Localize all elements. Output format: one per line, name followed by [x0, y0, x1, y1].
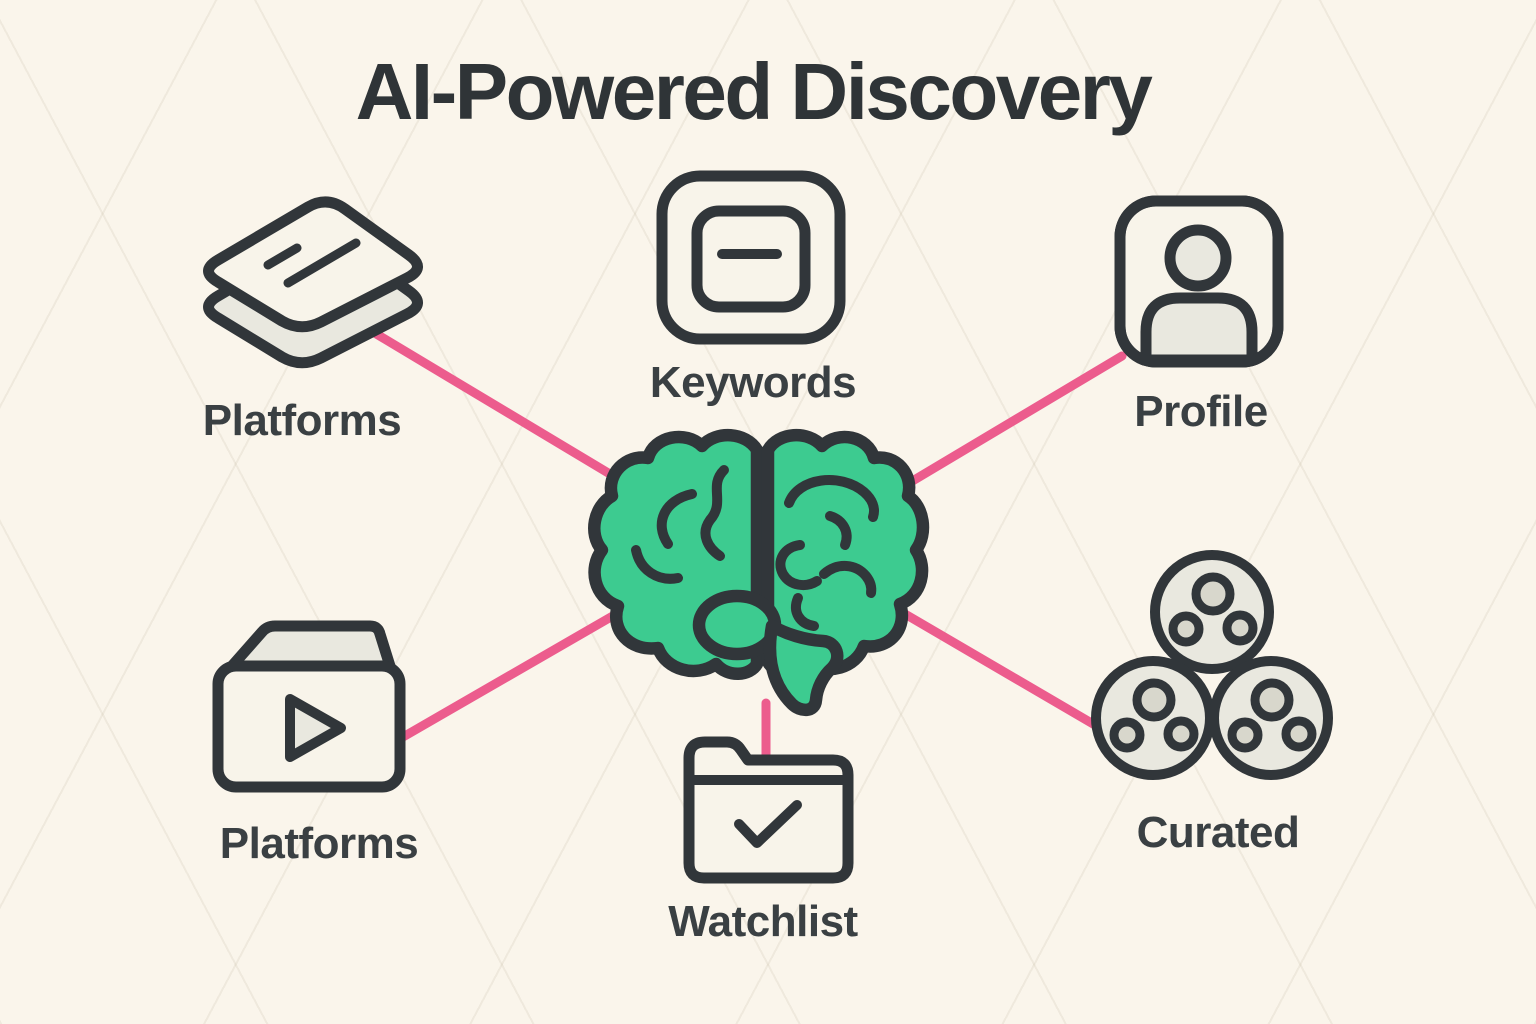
- checked-folder-icon: [683, 736, 854, 884]
- brain-icon: [588, 428, 930, 717]
- fold-right-small: [825, 511, 852, 550]
- fold-right-bottom: [791, 593, 819, 631]
- video-folder-icon: [212, 620, 406, 793]
- reel-hole: [1168, 611, 1204, 647]
- fold-left-s: [700, 465, 729, 561]
- connector-platforms-top: [368, 327, 645, 497]
- reel-hole: [1250, 678, 1294, 722]
- fold-right-top: [784, 475, 879, 522]
- reel-hole: [1227, 717, 1263, 753]
- reel-hole: [1163, 716, 1199, 752]
- reel-hole: [1191, 572, 1235, 616]
- play-icon: [285, 694, 346, 762]
- reel-bottom-left: [1091, 656, 1215, 780]
- device-slash-short: [263, 243, 302, 270]
- reel-bottom-right: [1209, 656, 1333, 780]
- label-platforms-bottom: Platforms: [219, 819, 419, 868]
- person-body: [1140, 292, 1258, 366]
- page-title: AI-Powered Discovery: [355, 47, 1153, 136]
- reel-hole: [1222, 610, 1258, 646]
- watchlist-folder-body: [683, 736, 854, 884]
- connector-lines: [368, 327, 1127, 762]
- brain-stem: [763, 619, 844, 717]
- checkmark-icon: [734, 800, 802, 848]
- fold-left-arc: [656, 489, 697, 549]
- label-platforms-top: Platforms: [202, 396, 402, 445]
- person-head: [1164, 224, 1232, 292]
- user-card-icon: [1114, 195, 1284, 368]
- label-curated: Curated: [1136, 808, 1300, 857]
- label-keywords: Keywords: [649, 358, 857, 407]
- folder-flap: [226, 620, 396, 672]
- reel-hole: [1132, 678, 1176, 722]
- reel-hole: [1109, 717, 1145, 753]
- streaming-device-icon: [203, 196, 423, 369]
- label-watchlist: Watchlist: [668, 897, 858, 946]
- fold-right-hook: [775, 540, 822, 591]
- brain-folds: [631, 465, 879, 631]
- reel-hole: [1281, 716, 1317, 752]
- connector-curated: [900, 609, 1105, 733]
- device-slash-long: [283, 238, 361, 288]
- profile-frame-outline: [1114, 195, 1284, 368]
- key-inner: [691, 205, 811, 313]
- film-reels-icon: [1091, 550, 1333, 780]
- connector-platforms-bottom: [398, 601, 635, 742]
- fold-right-wave: [819, 561, 877, 598]
- fold-left-shelf: [631, 545, 683, 584]
- brain-cerebellum: [692, 589, 782, 661]
- connector-profile: [879, 351, 1127, 503]
- reel-top: [1150, 550, 1274, 674]
- key-button-icon: [656, 170, 846, 345]
- label-profile: Profile: [1134, 387, 1268, 436]
